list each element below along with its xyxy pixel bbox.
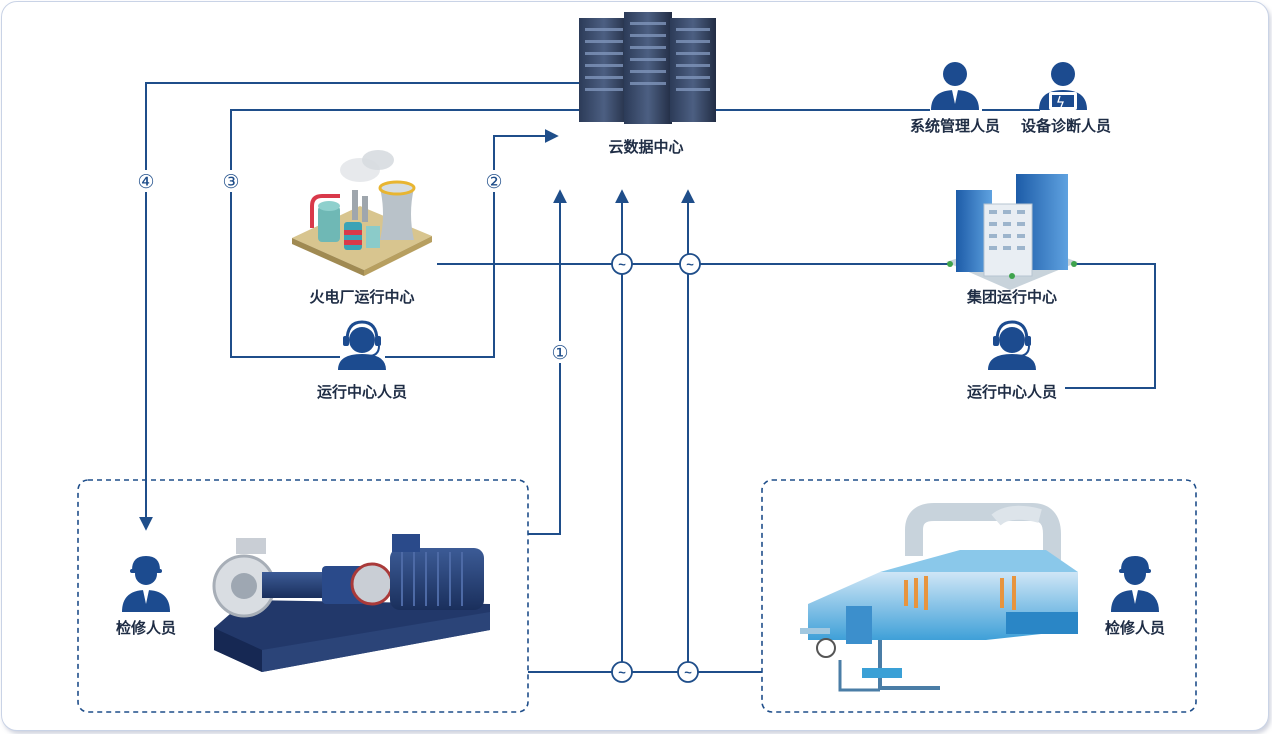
signal-symbol: ~ bbox=[611, 253, 633, 275]
group-operator-label: 运行中心人员 bbox=[967, 383, 1057, 401]
diagnostic-person-icon bbox=[1039, 62, 1087, 110]
group-operator-headset-icon bbox=[988, 320, 1036, 370]
right-maintenance-worker-icon bbox=[1111, 556, 1159, 612]
cloud-datacenter-label: 云数据中心 bbox=[608, 138, 683, 156]
group-center-label: 集团运行中心 bbox=[966, 288, 1057, 306]
svg-text:①: ① bbox=[551, 343, 568, 364]
path-marker-4: ④ bbox=[135, 170, 157, 193]
path-1-line bbox=[528, 189, 567, 535]
plant-operator-headset-icon bbox=[338, 320, 386, 370]
diagnostic-staff-label: 设备诊断人员 bbox=[1021, 117, 1111, 135]
svg-text:②: ② bbox=[485, 172, 502, 193]
svg-text:~: ~ bbox=[618, 665, 626, 680]
path-2-line bbox=[385, 129, 559, 358]
right-maintenance-label: 检修人员 bbox=[1105, 619, 1165, 637]
signal-symbol: ~ bbox=[677, 661, 699, 683]
path-marker-3: ③ bbox=[220, 170, 242, 193]
svg-text:~: ~ bbox=[618, 257, 626, 272]
server-rack-icon bbox=[579, 12, 716, 124]
signal-symbols: ~ ~ ~ ~ bbox=[611, 253, 701, 683]
path-4-line bbox=[139, 82, 588, 531]
path-marker-1: ① bbox=[549, 341, 571, 364]
pump-equipment-box bbox=[77, 479, 529, 713]
power-plant-center-label: 火电厂运行中心 bbox=[309, 288, 414, 306]
plant-operator-label: 运行中心人员 bbox=[317, 383, 407, 401]
group-operator-line bbox=[1065, 263, 1156, 389]
svg-text:~: ~ bbox=[684, 665, 692, 680]
turbine-equipment-box bbox=[761, 479, 1197, 713]
left-maintenance-worker-icon bbox=[122, 556, 170, 612]
svg-text:~: ~ bbox=[686, 257, 694, 272]
signal-symbol: ~ bbox=[611, 661, 633, 683]
left-maintenance-label: 检修人员 bbox=[116, 619, 176, 637]
connection-lines bbox=[139, 82, 1156, 673]
sys-admin-person-icon bbox=[931, 62, 979, 110]
signal-symbol: ~ bbox=[679, 253, 701, 275]
power-plant-icon bbox=[292, 150, 432, 276]
path-3-line bbox=[230, 109, 588, 358]
sys-admin-label: 系统管理人员 bbox=[910, 117, 1000, 135]
svg-text:③: ③ bbox=[222, 172, 239, 193]
centrifugal-pump-image bbox=[212, 534, 490, 672]
steam-turbine-image bbox=[800, 503, 1078, 692]
path-marker-2: ② bbox=[483, 170, 505, 193]
path-markers: ④ ③ ② ① bbox=[135, 170, 571, 364]
group-buildings-icon bbox=[946, 174, 1078, 290]
svg-text:④: ④ bbox=[137, 172, 154, 193]
